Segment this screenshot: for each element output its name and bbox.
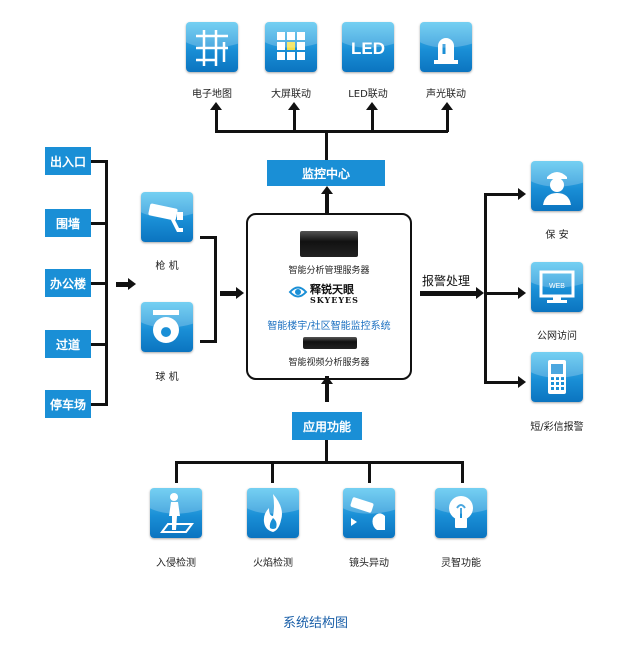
top-output-label: LED联动	[348, 89, 388, 100]
mobile-phone-icon	[531, 352, 583, 402]
arrow-up	[288, 102, 300, 110]
application-box: 应用功能	[292, 412, 362, 440]
connector	[461, 461, 464, 483]
connector	[91, 222, 107, 225]
dome-camera-icon	[141, 302, 193, 352]
top-output-label: 声光联动	[426, 89, 466, 100]
security-guard-icon	[531, 161, 583, 211]
connector	[484, 292, 518, 295]
connector	[91, 343, 107, 346]
connector	[446, 110, 449, 132]
server-top-label: 智能分析管理服务器	[288, 266, 370, 276]
location-box: 停车场	[45, 390, 91, 418]
right-bus-line	[484, 193, 487, 383]
grid-screen-icon	[265, 22, 317, 72]
connector	[200, 236, 216, 239]
right-output-label: 保 安	[545, 230, 569, 241]
arrow-right	[476, 287, 484, 299]
location-box: 办公楼	[45, 269, 91, 297]
connector	[175, 461, 178, 483]
top-bus-line	[215, 130, 448, 133]
system-name: 智能楼宇/社区智能监控系统	[267, 321, 391, 332]
connector	[325, 376, 329, 402]
right-output-label: 公网访问	[537, 331, 577, 342]
left-bus-line	[105, 160, 108, 406]
server-bottom-label: 智能视频分析服务器	[288, 358, 370, 368]
connector	[220, 291, 236, 296]
function-label: 灵智功能	[441, 558, 481, 569]
camera-bus-line	[214, 236, 217, 343]
connector	[420, 291, 476, 296]
arrow-up	[321, 186, 333, 194]
connector	[200, 340, 216, 343]
connector	[325, 440, 328, 463]
function-label: 入侵检测	[156, 558, 196, 569]
alarm-label: 报警处理	[422, 274, 471, 288]
connector	[293, 110, 296, 132]
connector	[271, 461, 274, 483]
bottom-bus-line	[175, 461, 464, 464]
location-box: 过道	[45, 330, 91, 358]
alarm-light-icon	[420, 22, 472, 72]
connector	[91, 403, 107, 406]
right-output-label: 短/彩信报警	[530, 422, 584, 433]
flame-icon	[247, 488, 299, 538]
intrusion-icon	[150, 488, 202, 538]
arrow-right	[518, 376, 526, 388]
central-system-box: 智能分析管理服务器 释锐天眼 SKYEYES 智能楼宇/社区智能监控系统 智能视…	[246, 213, 412, 380]
camera-tamper-icon	[343, 488, 395, 538]
server-bottom-image	[303, 337, 357, 349]
led-text: LED	[351, 39, 385, 58]
web-monitor-icon: WEB	[531, 262, 583, 312]
arrow-right	[518, 287, 526, 299]
connector	[325, 130, 328, 160]
location-box: 出入口	[45, 147, 91, 175]
location-box: 围墙	[45, 209, 91, 237]
brand-cn: 释锐天眼	[310, 283, 354, 296]
connector	[371, 110, 374, 132]
arrow-up	[441, 102, 453, 110]
arrow-up	[210, 102, 222, 110]
diagram-caption: 系统结构图	[282, 616, 348, 631]
connector	[484, 381, 518, 384]
connector	[91, 282, 107, 285]
arrow-right	[128, 278, 136, 290]
connector	[325, 194, 329, 213]
smart-bulb-icon	[435, 488, 487, 538]
connector	[91, 160, 107, 163]
camera-label: 球 机	[155, 372, 179, 383]
function-label: 镜头异动	[349, 558, 389, 569]
map-icon	[186, 22, 238, 72]
top-output-label: 大屏联动	[271, 89, 311, 100]
web-text: WEB	[549, 283, 565, 290]
skyeyes-logo-icon	[288, 286, 308, 298]
arrow-right	[518, 188, 526, 200]
arrow-right	[236, 287, 244, 299]
function-label: 火焰检测	[253, 558, 293, 569]
brand-en: SKYEYES	[310, 295, 359, 305]
connector	[484, 193, 518, 196]
connector	[215, 110, 218, 132]
arrow-up	[321, 376, 333, 384]
connector	[368, 461, 371, 483]
led-icon: LED	[342, 22, 394, 72]
server-top-image	[300, 231, 358, 257]
monitor-center-box: 监控中心	[267, 160, 385, 186]
bullet-camera-icon	[141, 192, 193, 242]
top-output-label: 电子地图	[192, 89, 232, 100]
arrow-up	[366, 102, 378, 110]
camera-label: 枪 机	[155, 261, 179, 272]
connector	[116, 282, 128, 287]
